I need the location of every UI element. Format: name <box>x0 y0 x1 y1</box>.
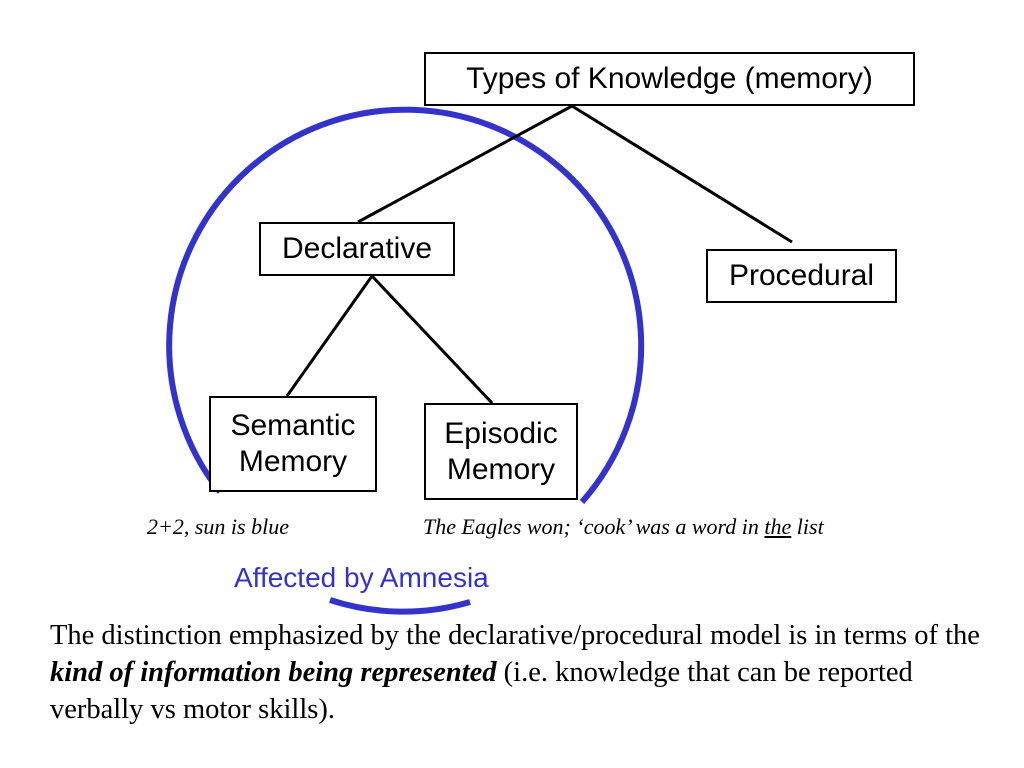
amnesia-label: Affected by Amnesia <box>234 562 489 593</box>
node-declarative-label: Declarative <box>281 232 433 265</box>
edge-declarative-episodic <box>370 274 494 405</box>
node-episodic-line2: Memory <box>446 452 556 486</box>
episodic-example-emphasis: the <box>764 514 792 539</box>
caption-emphasis: kind of information being represented <box>50 657 497 688</box>
node-procedural-label: Procedural <box>728 259 875 292</box>
node-root: Types of Knowledge (memory) <box>424 52 915 106</box>
episodic-example: The Eagles won; ‘cook’ was a word in the… <box>423 514 824 540</box>
episodic-example-prefix: The Eagles won; ‘cook’ was a word in <box>423 514 765 539</box>
edge-root-procedural <box>571 104 793 244</box>
node-declarative: Declarative <box>259 222 455 276</box>
node-semantic-line1: Semantic <box>230 409 356 442</box>
amnesia-circle-bottom <box>329 597 471 615</box>
node-episodic-line1: Episodic <box>444 416 558 450</box>
episodic-example-suffix: list <box>791 514 824 539</box>
caption-part1: The distinction emphasized by the declar… <box>50 620 980 651</box>
node-episodic: Episodic Memory <box>424 403 578 500</box>
node-semantic-line2: Memory <box>238 445 348 478</box>
node-procedural: Procedural <box>706 249 897 303</box>
node-semantic: Semantic Memory <box>209 396 377 492</box>
amnesia-circle <box>166 106 645 504</box>
caption-part2: (i.e. knowledge that can be reported ver… <box>50 657 913 725</box>
edge-declarative-semantic <box>285 275 374 397</box>
caption-text: The distinction emphasized by the declar… <box>50 617 990 728</box>
semantic-example: 2+2, sun is blue <box>147 514 289 539</box>
node-root-label: Types of Knowledge (memory) <box>466 62 873 95</box>
edge-root-declarative <box>357 104 573 224</box>
